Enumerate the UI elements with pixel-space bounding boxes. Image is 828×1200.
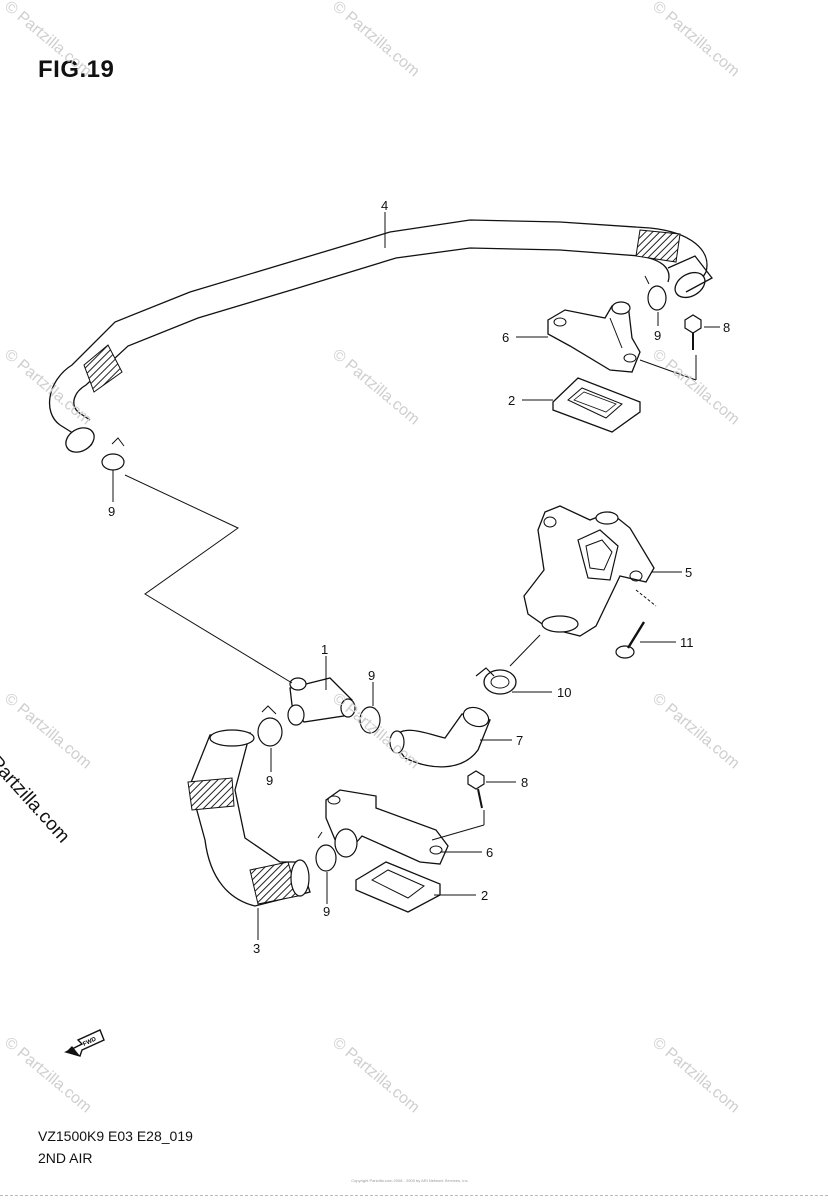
callout-label: 8	[723, 320, 730, 335]
figure-title: FIG.19	[38, 56, 115, 83]
bolt-lower[interactable]	[467, 770, 485, 809]
hose-upper[interactable]	[48, 219, 713, 457]
callout-label: 2	[481, 888, 488, 903]
callout-label: 10	[557, 685, 571, 700]
pair-valve[interactable]	[523, 505, 655, 637]
hose-lower[interactable]	[187, 729, 311, 907]
cover-lower[interactable]	[325, 789, 449, 865]
callout-labels: 4 6 9 8 2 9 5 11 1 9 10 7 9 8 6 2 9 3	[108, 198, 730, 956]
clamp-lower[interactable]	[315, 831, 337, 872]
copyright-notice: Copyright Partzilla.com 2008 - 2009 by A…	[351, 1178, 469, 1183]
clamp-upper-right[interactable]	[644, 275, 667, 311]
fwd-label: FWD	[82, 1036, 98, 1047]
reed-valve-upper[interactable]	[552, 377, 641, 433]
callout-label: 6	[486, 845, 493, 860]
section-name: 2ND AIR	[38, 1150, 93, 1166]
callout-label: 7	[516, 733, 523, 748]
clamp-middle[interactable]	[359, 706, 381, 734]
reed-valve-lower[interactable]	[355, 861, 441, 913]
callout-label: 1	[321, 642, 328, 657]
fwd-arrow-icon: FWD	[64, 1029, 105, 1057]
callout-label: 9	[266, 773, 273, 788]
callout-label: 11	[680, 635, 694, 650]
callout-label: 9	[108, 504, 115, 519]
model-code: VZ1500K9 E03 E28_019	[38, 1128, 193, 1144]
callout-label: 9	[323, 904, 330, 919]
callout-label: 2	[508, 393, 515, 408]
cover-upper[interactable]	[547, 301, 641, 373]
callout-label: 9	[368, 668, 375, 683]
callout-label: 4	[381, 198, 388, 213]
clamp-upper-left[interactable]	[101, 437, 125, 471]
screw[interactable]	[615, 621, 646, 659]
callout-label: 8	[521, 775, 528, 790]
callout-label: 3	[253, 941, 260, 956]
leader-lines	[112, 212, 720, 940]
bottom-divider	[0, 1195, 828, 1196]
connector-lines	[124, 355, 697, 841]
callout-label: 6	[502, 330, 509, 345]
t-joint[interactable]	[287, 677, 356, 726]
hose-short[interactable]	[389, 704, 491, 768]
callout-label: 5	[685, 565, 692, 580]
clamp-valve[interactable]	[475, 667, 517, 695]
bolt-upper[interactable]	[684, 314, 702, 350]
clamp-lower-left[interactable]	[257, 705, 283, 747]
callout-label: 9	[654, 328, 661, 343]
